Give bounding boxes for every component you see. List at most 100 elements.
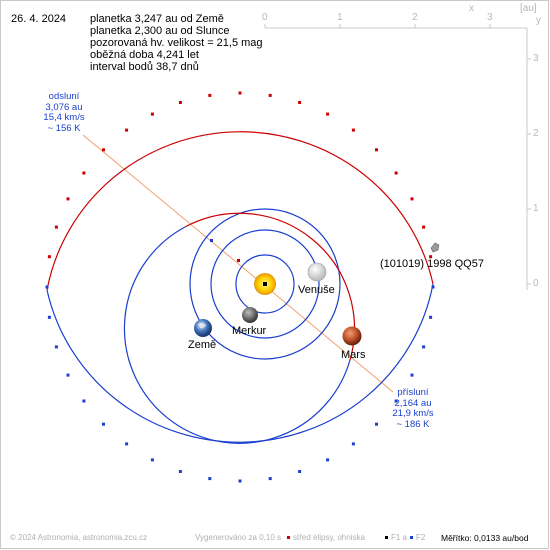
orbit-point — [268, 93, 272, 97]
earth-orbit — [189, 208, 341, 360]
orbit-point — [375, 148, 378, 152]
venus-icon — [307, 262, 327, 282]
mars-icon — [342, 326, 362, 346]
asteroid-icon — [430, 242, 440, 253]
x-tick-3: 3 — [487, 12, 493, 23]
aphelion-distance: 3,076 au — [45, 101, 83, 113]
legend-f2-marker — [410, 536, 413, 539]
orbit-point — [326, 112, 330, 116]
venus-label: Venuše — [298, 284, 335, 296]
orbit-point — [326, 458, 330, 462]
orbit-point — [66, 197, 70, 201]
asteroid-orbit-points — [45, 91, 435, 483]
footer-scale: Měřítko: 0,0133 au/bod — [441, 533, 529, 543]
orbit-point — [298, 470, 302, 473]
aphelion-speed: 15,4 km/s — [43, 112, 85, 123]
orbit-point — [410, 373, 414, 377]
orbit-point — [238, 479, 242, 483]
asteroid-orbit-upper — [46, 131, 434, 291]
mars-label: Mars — [341, 349, 366, 361]
mercury-label: Merkur — [232, 325, 267, 337]
x-axis-ticks — [264, 24, 491, 28]
orbit-point — [47, 255, 51, 259]
orbit-point — [351, 442, 355, 446]
y-tick-2: 2 — [533, 128, 539, 139]
info-magnitude: pozorovaná hv. velikost = 21,5 mag — [90, 37, 263, 49]
y-tick-3: 3 — [533, 53, 539, 64]
orbit-point — [102, 422, 105, 426]
footer-bar: © 2024 Astronomia, astronomia.zcu.cz Vyg… — [0, 531, 550, 545]
orbit-point — [268, 477, 272, 481]
asteroid-info-block: planetka 3,247 au od Země planetka 2,300… — [90, 13, 263, 73]
venus-orbit — [210, 229, 320, 339]
orbit-point — [208, 93, 212, 97]
asteroid-orbit-lower — [46, 283, 434, 443]
focus-f2-marker — [210, 239, 213, 242]
mercury-orbit — [235, 254, 295, 314]
perihelion-distance: 2,164 au — [394, 397, 432, 409]
x-tick-1: 1 — [337, 12, 343, 23]
orbit-point — [125, 128, 129, 132]
orbit-point — [45, 285, 49, 289]
orbit-point — [429, 255, 433, 259]
ellipse-center-marker — [237, 259, 240, 262]
info-sun-distance: planetka 2,300 au od Slunce — [90, 25, 230, 37]
orbit-point — [125, 442, 129, 446]
apsis-line — [82, 134, 394, 393]
orbit-point — [82, 399, 86, 403]
orbit-point — [429, 315, 433, 319]
asteroid-label: (101019) 1998 QQ57 — [380, 258, 484, 270]
orbit-point — [298, 101, 302, 104]
mars-orbit-back — [123, 226, 351, 444]
footer-legend-center: střed elipsy, ohniska — [293, 533, 365, 542]
orbit-point — [431, 285, 435, 289]
orbit-point — [102, 148, 105, 152]
orbit-point — [150, 458, 154, 462]
x-tick-2: 2 — [412, 12, 418, 23]
date-label: 26. 4. 2024 — [11, 13, 67, 25]
legend-center-marker — [287, 536, 290, 539]
x-tick-0: 0 — [262, 12, 268, 23]
earth-icon — [194, 319, 212, 337]
footer-copyright: © 2024 Astronomia, astronomia.zcu.cz — [10, 533, 148, 542]
info-orbital-period: oběžná doba 4,241 let — [90, 49, 199, 61]
orbit-point — [82, 171, 86, 175]
orbit-point — [66, 373, 70, 377]
aphelion-title: odsluní — [48, 91, 80, 102]
orbit-point — [394, 171, 398, 175]
aphelion-temp: ~ 156 K — [47, 122, 81, 134]
axis-unit-label: [au] — [520, 3, 537, 14]
orbit-point — [410, 197, 414, 201]
orbit-point — [375, 422, 378, 426]
orbit-point — [394, 399, 398, 403]
y-tick-0: 0 — [533, 278, 539, 289]
x-axis-label: x — [469, 3, 474, 14]
y-tick-1: 1 — [533, 203, 539, 214]
footer-generated: Vygenerováno za 0,10 s — [195, 533, 281, 542]
earth-label: Země — [188, 339, 217, 351]
perihelion-speed: 21,9 km/s — [392, 408, 434, 419]
sun-icon — [254, 273, 276, 295]
footer-legend-f1: F1 a — [391, 533, 408, 542]
mars-orbit-front — [184, 212, 356, 361]
info-earth-distance: planetka 3,247 au od Země — [90, 13, 224, 25]
orbit-point — [238, 91, 242, 95]
perihelion-temp: ~ 186 K — [396, 418, 430, 430]
orbit-point — [422, 345, 426, 349]
perihelion-info: přísluní 2,164 au 21,9 km/s ~ 186 K — [383, 387, 443, 430]
y-axis-ticks — [527, 58, 531, 285]
orbit-point — [54, 225, 58, 229]
y-axis-label: y — [536, 15, 541, 26]
footer-legend-f2: F2 — [416, 533, 426, 542]
aphelion-info: odsluní 3,076 au 15,4 km/s ~ 156 K — [34, 91, 94, 134]
orbit-point — [150, 112, 154, 116]
legend-f1-marker — [385, 536, 388, 539]
orbit-point — [178, 101, 182, 104]
orbit-point — [178, 470, 182, 473]
info-point-interval: interval bodů 38,7 dnů — [90, 61, 199, 73]
orbit-point — [208, 477, 212, 481]
orbit-point — [54, 345, 58, 349]
orbit-point — [422, 225, 426, 229]
